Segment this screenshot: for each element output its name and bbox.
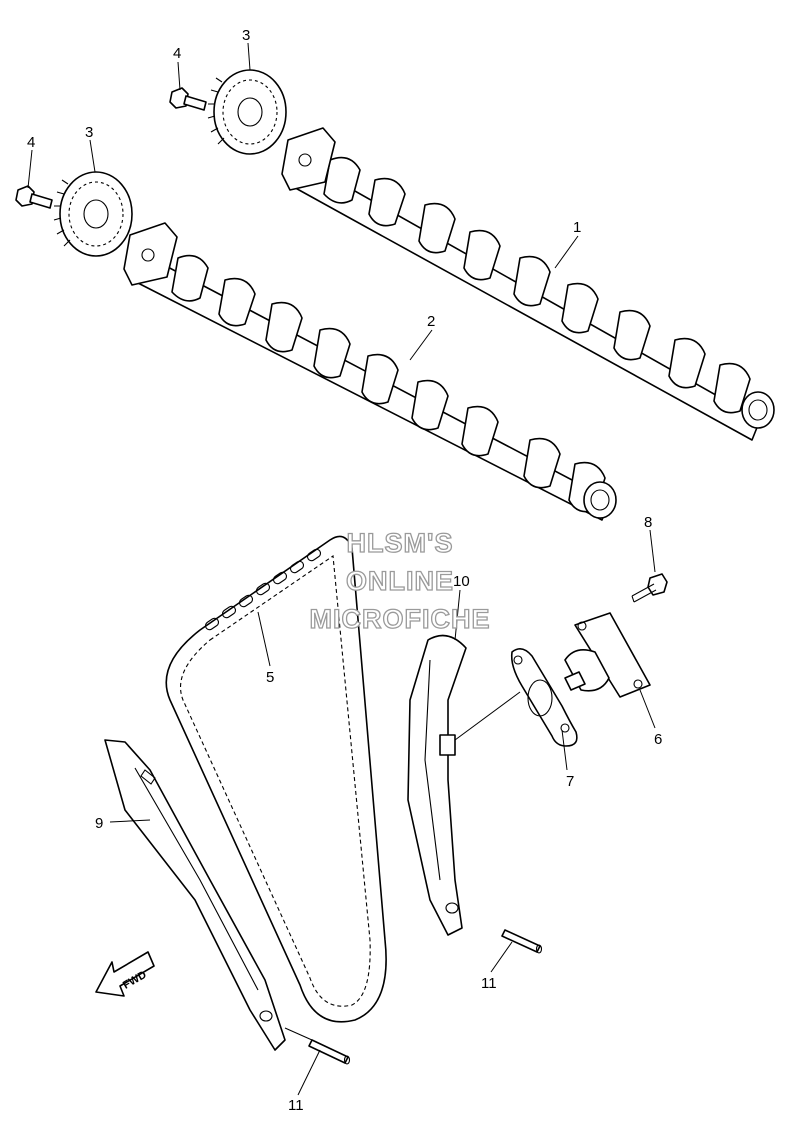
chain-guide-9 (104, 739, 286, 1051)
dowel-pin-left (308, 1039, 351, 1065)
callout-2: 2 (427, 313, 435, 330)
camshaft-1 (281, 127, 775, 441)
bolt-tensioner (631, 573, 668, 603)
chain-guide-10 (407, 634, 467, 936)
callout-1: 1 (573, 219, 581, 236)
cam-chain (165, 535, 387, 1023)
sprocket-lower (53, 171, 133, 257)
watermark-line-1: HLSM'S (347, 528, 454, 558)
bolt-lower (15, 185, 53, 209)
callout-10: 10 (453, 573, 470, 590)
watermark-line-3: MICROFICHE (310, 604, 491, 634)
watermark: HLSM'S ONLINE MICROFICHE (309, 527, 491, 634)
callout-3-upper: 3 (242, 27, 250, 44)
sprocket-upper (207, 69, 287, 155)
callout-7: 7 (566, 773, 574, 790)
forward-arrow-icon: FWD (95, 951, 155, 997)
watermark-line-2: ONLINE (346, 566, 454, 596)
leader-lines (27, 42, 656, 1096)
callout-9: 9 (95, 815, 103, 832)
bolt-upper (169, 87, 207, 111)
callout-6: 6 (654, 731, 662, 748)
callout-11-right: 11 (481, 975, 497, 992)
tensioner (564, 612, 651, 698)
callout-4-lower: 4 (27, 134, 35, 151)
callout-11-left: 11 (288, 1097, 304, 1114)
gasket (510, 648, 578, 747)
camshaft-2 (123, 222, 617, 521)
dowel-pin-right (501, 929, 543, 954)
callout-3-lower: 3 (85, 124, 93, 141)
callout-8: 8 (644, 514, 652, 531)
callout-5: 5 (266, 669, 274, 686)
callout-4-upper: 4 (173, 45, 181, 62)
